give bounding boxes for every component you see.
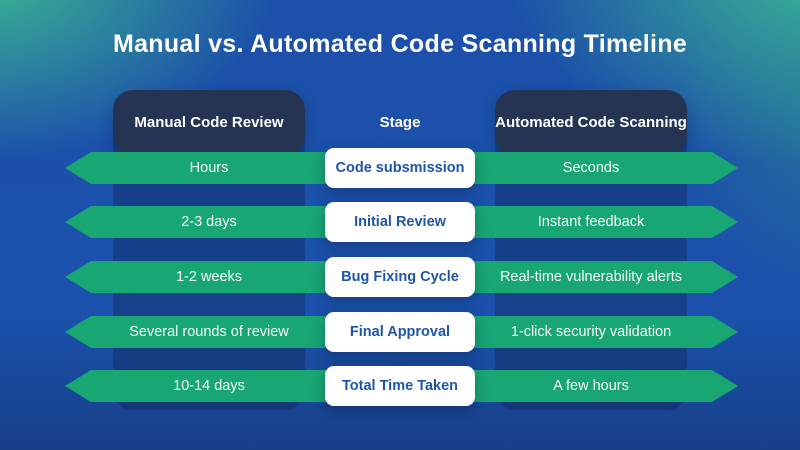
automated-cell: Seconds: [562, 160, 620, 176]
manual-cell: 1-2 weeks: [175, 269, 243, 285]
stage-box: Bug Fixing Cycle: [325, 257, 475, 297]
automated-cell: Instant feedback: [537, 214, 645, 230]
timeline-row: 1-2 weeks Real-time vulnerability alerts…: [0, 257, 800, 297]
timeline-row: Several rounds of review 1-click securit…: [0, 312, 800, 352]
stage-box: Final Approval: [325, 312, 475, 352]
column-header-stage: Stage: [379, 114, 421, 131]
manual-cell: 10-14 days: [173, 378, 245, 394]
automated-cell: 1-click security validation: [510, 324, 672, 340]
timeline-row: 2-3 days Instant feedback Initial Review: [0, 202, 800, 242]
column-header-manual: Manual Code Review: [113, 90, 305, 155]
manual-cell: Several rounds of review: [129, 324, 289, 340]
stage-box: Code subsmission: [325, 148, 475, 188]
timeline-row: Hours Seconds Code subsmission: [0, 148, 800, 188]
page-title: Manual vs. Automated Code Scanning Timel…: [112, 29, 688, 58]
automated-cell: A few hours: [553, 378, 629, 394]
stage-box: Total Time Taken: [325, 366, 475, 406]
manual-cell: 2-3 days: [181, 214, 237, 230]
stage-box: Initial Review: [325, 202, 475, 242]
column-header-automated: Automated Code Scanning: [495, 90, 687, 155]
automated-cell: Real-time vulnerability alerts: [499, 269, 683, 285]
manual-cell: Hours: [189, 160, 229, 176]
timeline-row: 10-14 days A few hours Total Time Taken: [0, 366, 800, 406]
